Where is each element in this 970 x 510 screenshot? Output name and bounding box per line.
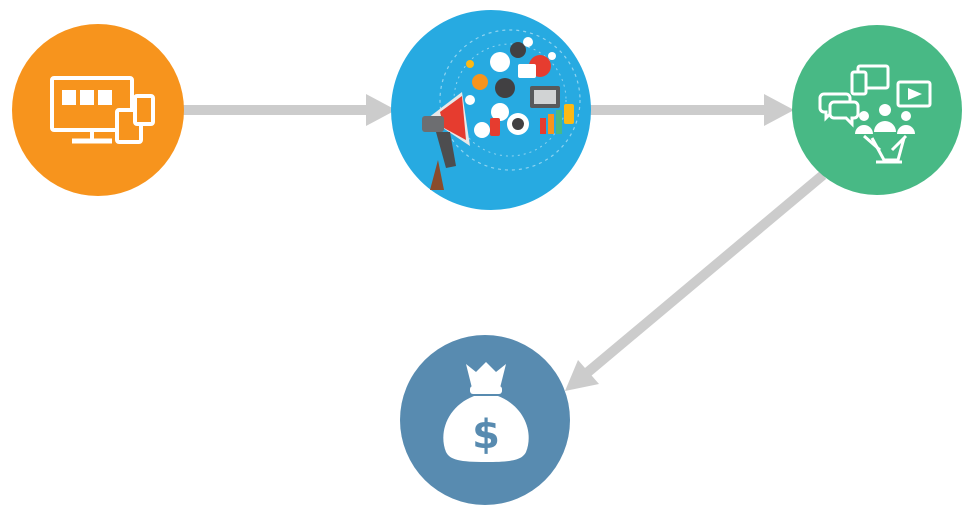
node-social: [792, 25, 962, 195]
multi-device-icon: [50, 76, 155, 144]
node-devices: [12, 24, 184, 196]
node-revenue: $: [400, 335, 570, 505]
node-marketing: [391, 10, 591, 210]
dollar-sign: $: [472, 412, 500, 458]
social-circle: [792, 25, 962, 195]
edge-marketing-to-social: [590, 94, 794, 126]
devices-circle: [12, 24, 184, 196]
money-bag-icon: $: [443, 362, 529, 462]
edge-social-to-revenue: [565, 171, 827, 391]
edge-devices-to-marketing: [180, 94, 396, 126]
megaphone-marketing-icon: [422, 29, 581, 190]
social-community-icon: [818, 64, 932, 164]
